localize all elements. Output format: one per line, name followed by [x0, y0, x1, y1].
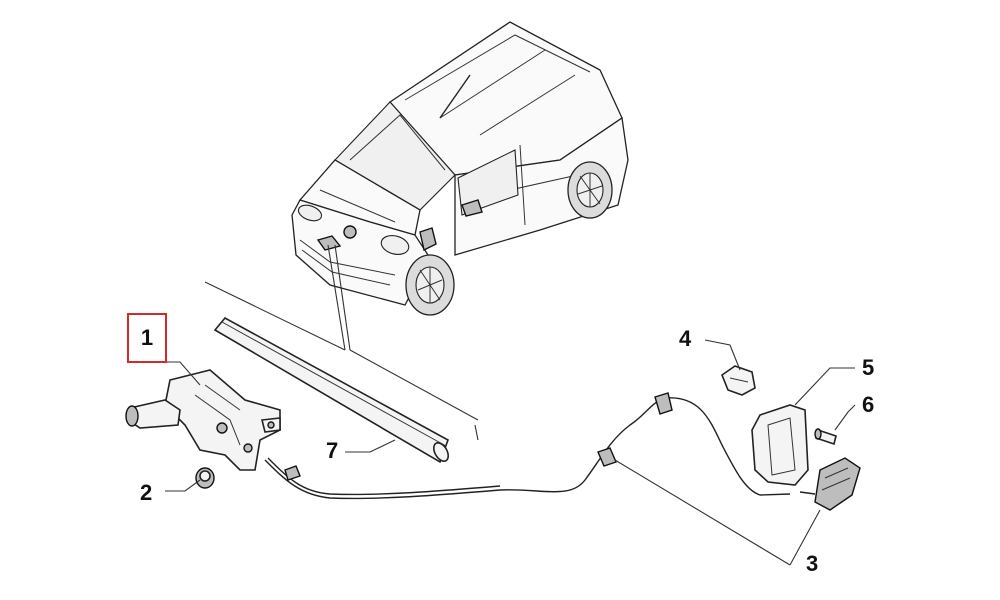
- callout-1: 1: [127, 313, 167, 363]
- callout-5-label: 5: [862, 355, 875, 380]
- leader-2: [165, 479, 201, 492]
- part-2-bushing: [195, 467, 215, 489]
- leader-7: [345, 439, 396, 453]
- callout-7: 7: [326, 440, 338, 462]
- callout-7-label: 7: [326, 438, 339, 463]
- van-locator-line: [327, 244, 346, 351]
- locator-line-right: [349, 349, 479, 421]
- callout-3-label: 3: [806, 551, 819, 576]
- leader-6: [834, 404, 856, 431]
- callout-4-label: 4: [679, 326, 692, 351]
- part-7-seal-strip: [213, 316, 450, 464]
- callout-6-label: 6: [862, 392, 875, 417]
- part-6-screw: [814, 428, 837, 446]
- part-1-hood-latch: [125, 369, 281, 471]
- van-illustration: [291, 21, 629, 316]
- part-3-release-lever: [799, 457, 861, 511]
- locator-line-left: [204, 281, 346, 351]
- callout-1-label: 1: [140, 325, 154, 350]
- callout-5: 5: [862, 357, 874, 379]
- callout-2: 2: [140, 482, 152, 504]
- locator-line-end: [474, 424, 479, 441]
- leader-3b: [789, 509, 821, 566]
- van-locator-line-2: [334, 244, 351, 351]
- leader-5: [794, 367, 855, 406]
- callout-3: 3: [806, 553, 818, 575]
- callout-4: 4: [679, 328, 691, 350]
- part-3-release-cable: [264, 392, 791, 500]
- callout-2-label: 2: [140, 480, 153, 505]
- part-5-handle-housing: [751, 404, 809, 486]
- leader-4: [704, 339, 741, 371]
- part-4-clip: [721, 365, 756, 396]
- leader-3a: [614, 459, 791, 566]
- callout-6: 6: [862, 394, 874, 416]
